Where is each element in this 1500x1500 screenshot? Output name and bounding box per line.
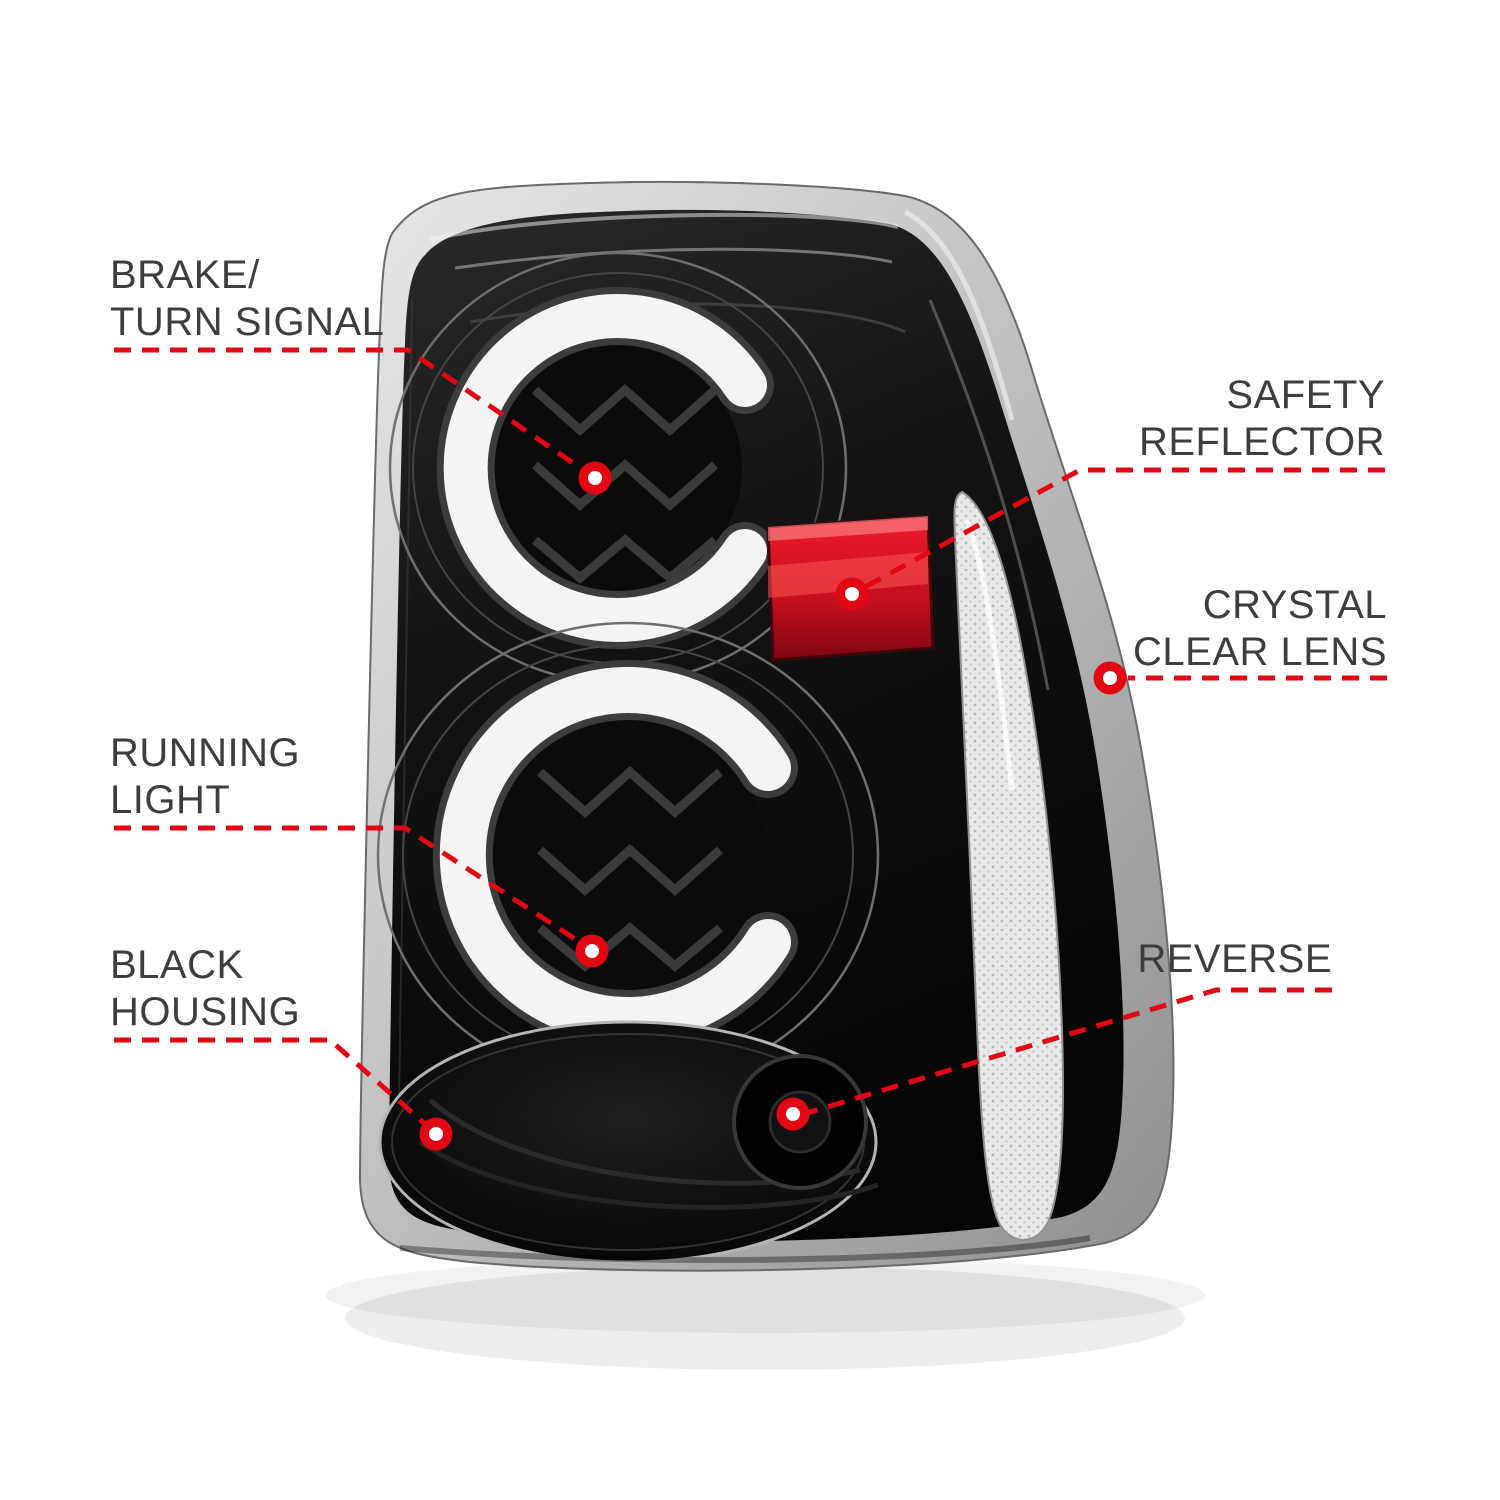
floor-reflection (325, 1257, 1205, 1370)
callouts-overlay (114, 347, 1387, 1151)
running-light-unit (376, 621, 880, 1089)
callout-label-brake-turn-signal: BRAKE/ TURN SIGNAL (110, 253, 385, 345)
callout-dot-crystal-clear-lens-icon (1093, 661, 1127, 695)
callout-dot-reverse-icon (776, 1097, 810, 1131)
leader-line-reverse (796, 987, 1332, 1119)
led-chevrons-upper (532, 383, 718, 584)
reverse-lamp-unit (378, 1020, 879, 1264)
callout-dot-running-light-icon (575, 934, 609, 968)
callout-label-running-light: RUNNING LIGHT (110, 731, 301, 823)
bottom-edge-shade (399, 1235, 1091, 1264)
callout-label-reverse: REVERSE (1137, 937, 1332, 981)
callout-label-black-housing: BLACK HOUSING (110, 943, 301, 1035)
housing-contours (397, 209, 1050, 1161)
clear-lens-strip (953, 490, 1065, 1241)
leader-line-black-housing (114, 1037, 435, 1133)
light-bar-middle (439, 667, 791, 1043)
clear-strip-highlight (963, 518, 1015, 791)
callout-dot-brake-turn-signal-icon (578, 461, 612, 495)
led-chevrons-middle (537, 765, 723, 972)
callout-label-crystal-clear-lens: CRYSTAL CLEAR LENS (1133, 583, 1387, 675)
leader-line-brake-turn-signal (114, 347, 594, 479)
leader-line-running-light (114, 825, 591, 951)
brake-turn-signal-unit (388, 251, 848, 685)
callout-dot-black-housing-icon (419, 1117, 453, 1151)
light-bar-upper (443, 294, 767, 642)
callout-dot-safety-reflector-icon (835, 577, 869, 611)
callout-label-safety-reflector: SAFETY REFLECTOR (1138, 373, 1385, 465)
